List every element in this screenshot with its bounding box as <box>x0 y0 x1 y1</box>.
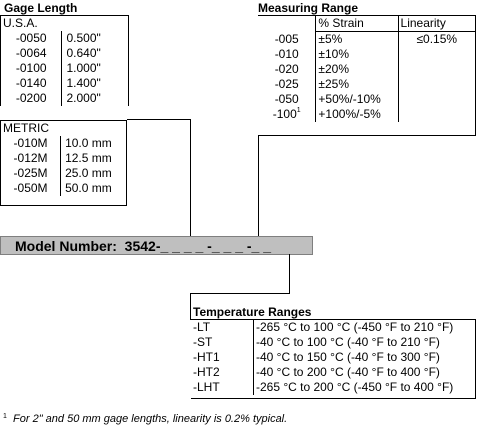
connector-line <box>127 119 191 120</box>
table-row: -050+50%/-10% <box>258 92 475 107</box>
gage-code: -0100 <box>1 61 63 76</box>
gage-value: 10.0 mm <box>65 136 112 150</box>
table-row: -1001+100%/-5% <box>258 107 475 122</box>
model-number-value: 3542-_ _ _ _ -_ _ _ -_ _ <box>124 238 271 254</box>
range-strain: ±10% <box>315 47 399 62</box>
temp-code: -HT1 <box>191 350 254 365</box>
table-row: -020±20% <box>258 62 475 77</box>
temp-code: -LHT <box>191 380 254 395</box>
measuring-range-table: % Strain Linearity -005±5% ≤0.15% -010±10… <box>258 15 476 136</box>
range-code: -005 <box>258 31 317 47</box>
gage-code: -010M <box>1 136 62 151</box>
range-strain: +50%/-10% <box>315 92 399 107</box>
range-code: -050 <box>258 92 317 107</box>
connector-line <box>190 293 191 320</box>
measuring-range-title: Measuring Range <box>258 1 359 15</box>
gage-code: -0064 <box>1 46 63 61</box>
temperature-ranges-title: Temperature Ranges <box>193 305 312 319</box>
temperature-ranges-table: -LT-265 °C to 100 °C (-450 °F to 210 °F)… <box>191 319 476 399</box>
connector-line <box>190 119 191 237</box>
temp-range: -265 °C to 200 °C (-450 °F to 400 °F) <box>256 380 454 394</box>
gage-value: 1.400" <box>66 76 101 90</box>
strain-header: % Strain <box>315 16 399 32</box>
footnote: 1 For 2" and 50 mm gage lengths, lineari… <box>3 413 287 425</box>
gage-code: -025M <box>1 166 62 181</box>
gage-code: -0140 <box>1 76 63 91</box>
model-number-bar: Model Number: 3542-_ _ _ _ -_ _ _ -_ _ <box>0 236 313 255</box>
linearity-header: Linearity <box>398 16 475 32</box>
range-strain: ±25% <box>315 77 399 92</box>
footnote-text: For 2" and 50 mm gage lengths, linearity… <box>13 413 288 425</box>
table-row: -025±25% <box>258 77 475 92</box>
gage-value: 0.500" <box>66 31 101 45</box>
temp-range: -40 °C to 200 °C (-40 °F to 400 °F) <box>256 365 440 379</box>
temp-code: -ST <box>191 335 254 350</box>
temp-code: -LT <box>191 320 254 335</box>
footnote-mark: 1 <box>3 413 7 420</box>
connector-line <box>289 254 290 294</box>
model-number-label: Model Number: <box>15 238 117 254</box>
temp-code: -HT2 <box>191 365 254 380</box>
table-row: -HT2-40 °C to 200 °C (-40 °F to 400 °F) <box>191 365 474 380</box>
footnote-mark: 1 <box>296 107 301 114</box>
connector-line <box>258 135 259 237</box>
table-row: -010±10% <box>258 47 475 62</box>
gage-value: 1.000" <box>66 61 101 75</box>
table-row: -HT1-40 °C to 150 °C (-40 °F to 300 °F) <box>191 350 474 365</box>
temp-range: -40 °C to 100 °C (-40 °F to 210 °F) <box>256 335 440 349</box>
linearity-value: ≤0.15% <box>416 32 458 46</box>
range-code: -020 <box>258 62 317 77</box>
table-row: -ST-40 °C to 100 °C (-40 °F to 210 °F) <box>191 335 474 350</box>
range-strain: ±20% <box>315 62 399 77</box>
range-code: -025 <box>258 77 317 92</box>
gage-value: 50.0 mm <box>65 181 112 195</box>
gage-code: -0050 <box>1 31 63 46</box>
usa-label: U.S.A. <box>3 16 38 30</box>
metric-label: METRIC <box>3 121 49 135</box>
table-row: -005±5% ≤0.15% <box>258 31 475 47</box>
connector-line <box>190 293 290 294</box>
temp-range: -265 °C to 100 °C (-450 °F to 210 °F) <box>256 320 454 334</box>
gage-code: -0200 <box>1 91 63 106</box>
gage-code: -050M <box>1 181 62 196</box>
gage-value: 2.000" <box>66 91 101 105</box>
gage-value: 12.5 mm <box>65 151 112 165</box>
gage-length-title: Gage Length <box>4 1 78 15</box>
range-strain: +100%/-5% <box>315 107 399 122</box>
gage-code: -012M <box>1 151 62 166</box>
range-code: -100 <box>272 107 297 121</box>
range-code: -010 <box>258 47 317 62</box>
gage-value: 25.0 mm <box>65 166 112 180</box>
range-code-cell: -1001 <box>258 107 317 122</box>
table-row: -LT-265 °C to 100 °C (-450 °F to 210 °F) <box>191 320 474 335</box>
temp-range: -40 °C to 150 °C (-40 °F to 300 °F) <box>256 350 440 364</box>
gage-value: 0.640" <box>66 46 101 60</box>
range-strain: ±5% <box>315 31 399 47</box>
table-row: -LHT-265 °C to 200 °C (-450 °F to 400 °F… <box>191 380 474 395</box>
